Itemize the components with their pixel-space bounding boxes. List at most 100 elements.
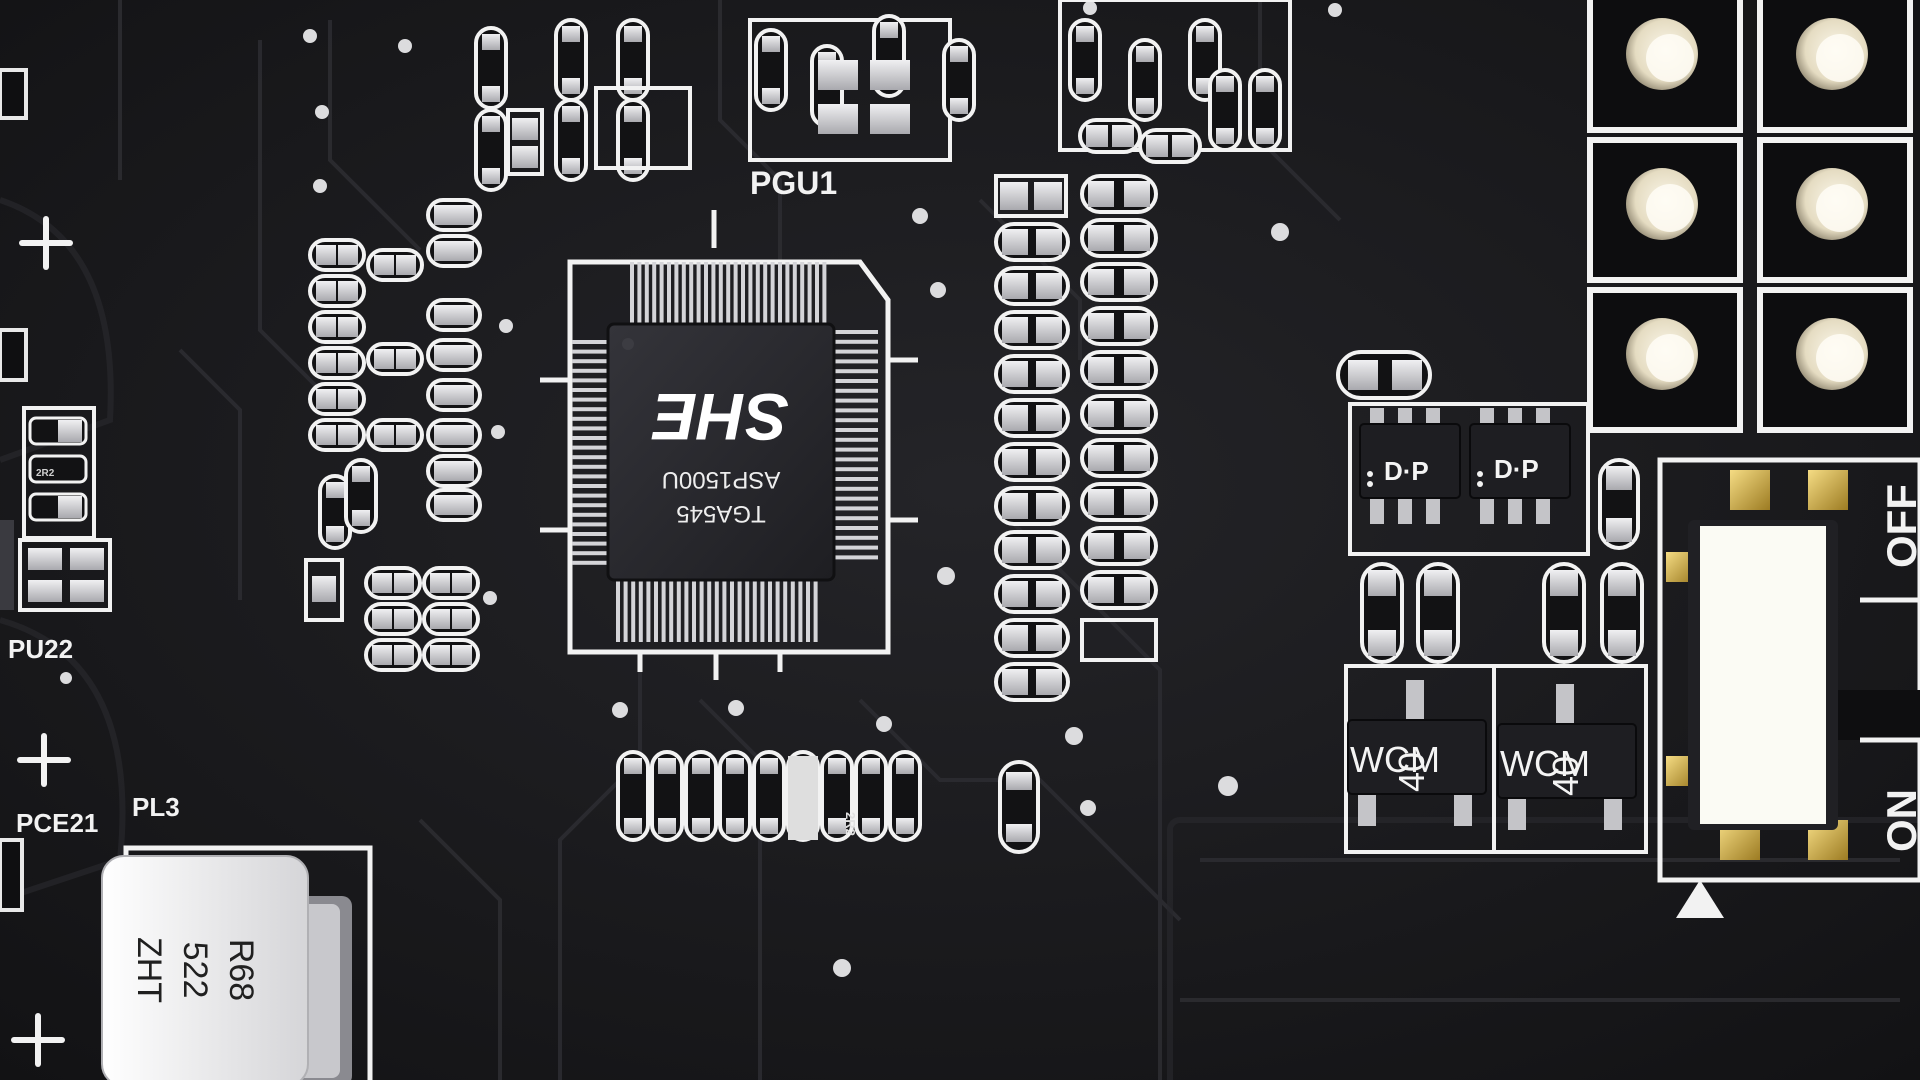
- ic-pin: [572, 340, 608, 344]
- ic-pin: [760, 580, 765, 642]
- ic-pin: [572, 455, 608, 460]
- ic-pin: [775, 580, 780, 642]
- smd-pad: [1002, 317, 1028, 343]
- ic-pins-left: [572, 340, 608, 565]
- ic-pin: [834, 359, 878, 364]
- smd-pad: [818, 60, 858, 90]
- ic-pins-right: [834, 330, 878, 560]
- smd-pad: [452, 609, 472, 629]
- ic-pin: [572, 436, 608, 440]
- smd-outline: [994, 174, 1068, 218]
- ic-pin: [646, 580, 651, 642]
- ic-pin: [669, 580, 674, 642]
- ic-pin: [755, 262, 760, 324]
- smd-pad: [1196, 26, 1214, 42]
- smd-pad: [1136, 98, 1154, 114]
- plus-marks: [11, 216, 73, 1067]
- header-hole-glint: [1646, 34, 1694, 82]
- smd-pad: [316, 245, 336, 265]
- ic-pin: [644, 262, 649, 324]
- ic-tick-marks: [540, 210, 918, 680]
- smd-pad: [316, 353, 336, 373]
- ic-pin: [674, 262, 679, 324]
- smd-pad: [1002, 537, 1028, 563]
- smd-pad: [1124, 225, 1150, 251]
- smd-pad: [1000, 182, 1028, 210]
- ic-pin: [730, 580, 734, 642]
- smd-pad: [1036, 229, 1062, 255]
- mosfet-lead: [1536, 494, 1550, 524]
- ic-pin: [834, 545, 878, 550]
- label-pgu1: PGU1: [750, 165, 837, 201]
- ic-pin: [748, 262, 753, 324]
- smd-pad: [562, 26, 580, 42]
- ic-pins-top: [630, 262, 827, 324]
- smd-pad: [338, 389, 358, 409]
- ic-pin: [741, 262, 745, 324]
- smd-pad: [1036, 493, 1062, 519]
- ic-pin: [692, 580, 696, 642]
- mosfet-left-marking: D·P: [1384, 456, 1429, 486]
- smd-pad: [394, 645, 414, 665]
- smd-pad: [434, 305, 454, 325]
- reg-lead: [1556, 684, 1574, 724]
- smd-pad: [374, 425, 394, 445]
- ic-pin: [684, 580, 689, 642]
- mosfet-lead: [1480, 494, 1494, 524]
- smd-pad: [512, 146, 538, 168]
- resistor-left-code: 2R2: [36, 468, 55, 479]
- smd-pad: [1124, 401, 1150, 427]
- smd-pad: [434, 345, 454, 365]
- smd-pad: [1606, 518, 1632, 542]
- ic-pin: [834, 388, 878, 393]
- ic-pin: [637, 262, 642, 324]
- ic-pin: [834, 496, 878, 501]
- smd-pad: [1124, 313, 1150, 339]
- smd-pad: [760, 818, 778, 834]
- smd-outline: [1080, 618, 1158, 662]
- smd-pad: [430, 645, 450, 665]
- smd-pad: [338, 353, 358, 373]
- pu22-cluster: 2R2: [18, 406, 112, 612]
- ic-pin: [726, 262, 731, 324]
- ic-pin: [652, 262, 657, 324]
- smd-pad: [316, 425, 336, 445]
- ic-pin: [834, 418, 878, 423]
- smd-pad: [624, 758, 642, 774]
- ic-pin: [572, 560, 608, 565]
- ic-pin: [785, 262, 790, 324]
- ic-pin: [834, 339, 878, 344]
- smd-pad: [870, 104, 910, 134]
- mosfet-dot: [1477, 471, 1483, 477]
- header-hole-glint: [1646, 184, 1694, 232]
- smd-pad: [692, 818, 710, 834]
- smd-pad: [352, 510, 370, 526]
- smd-pad: [312, 576, 336, 602]
- ic-pin: [834, 369, 878, 374]
- ic-pin: [659, 262, 664, 324]
- ic-pin: [834, 330, 878, 334]
- smd-pad: [1036, 317, 1062, 343]
- mosfet-lead: [1426, 494, 1440, 524]
- smd-pad: [880, 22, 898, 38]
- ic-pin: [783, 580, 788, 642]
- smd-pad: [1550, 570, 1578, 596]
- left-passives: [304, 198, 482, 672]
- ic-pin: [572, 388, 608, 392]
- smd-pad: [454, 305, 474, 325]
- ic-pin: [733, 262, 738, 324]
- smd-pad: [1002, 449, 1028, 475]
- smd-pad: [338, 425, 358, 445]
- ic-pin: [572, 426, 608, 431]
- power-inductor: R68 522 ZHT: [101, 845, 373, 1080]
- smd-pad: [1606, 466, 1632, 490]
- ic-pin: [676, 580, 681, 642]
- ground-planes: [0, 197, 1920, 1080]
- ic-pin: [792, 262, 797, 324]
- smd-pad: [1368, 570, 1396, 596]
- mosfet-dot: [1367, 471, 1373, 477]
- smd-pad: [454, 345, 474, 365]
- switch-arrow: [1676, 880, 1724, 918]
- ic-pin: [834, 486, 878, 491]
- ic-pin: [834, 398, 878, 403]
